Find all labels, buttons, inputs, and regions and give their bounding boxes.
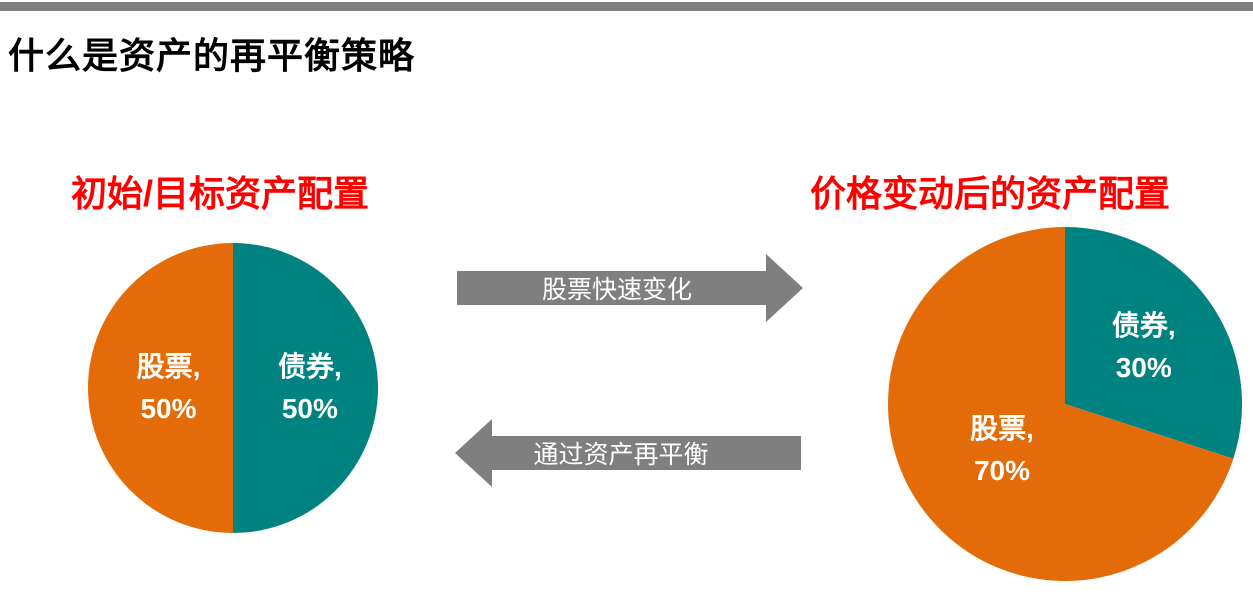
pie-chart-after-price-change: 债券, 30%股票, 70% bbox=[888, 227, 1242, 581]
right-arrow-icon bbox=[457, 254, 803, 322]
chart-title-after-price-change: 价格变动后的资产配置 bbox=[809, 173, 1170, 214]
arrow-backward-label: 通过资产再平衡 bbox=[533, 441, 709, 469]
pie-slice-债券 bbox=[233, 243, 378, 533]
pie-chart-after-svg bbox=[888, 227, 1242, 581]
arrow-forward-label: 股票快速变化 bbox=[541, 276, 692, 304]
left-arrow-shape bbox=[455, 419, 801, 487]
pie-chart-initial-allocation: 债券, 50%股票, 50% bbox=[88, 243, 378, 533]
page-title: 什么是资产的再平衡策略 bbox=[8, 35, 416, 76]
arrow-forward: 股票快速变化 bbox=[455, 252, 805, 324]
left-arrow-icon bbox=[455, 419, 801, 487]
pie-slice-股票 bbox=[88, 243, 233, 533]
arrow-backward: 通过资产再平衡 bbox=[453, 417, 803, 489]
top-accent-bar bbox=[0, 2, 1253, 11]
pie-slice-债券 bbox=[1065, 227, 1242, 459]
chart-title-initial-allocation: 初始/目标资产配置 bbox=[70, 173, 369, 214]
right-arrow-shape bbox=[457, 254, 803, 322]
pie-chart-initial-svg bbox=[88, 243, 378, 533]
pie-slice-股票 bbox=[888, 227, 1234, 581]
